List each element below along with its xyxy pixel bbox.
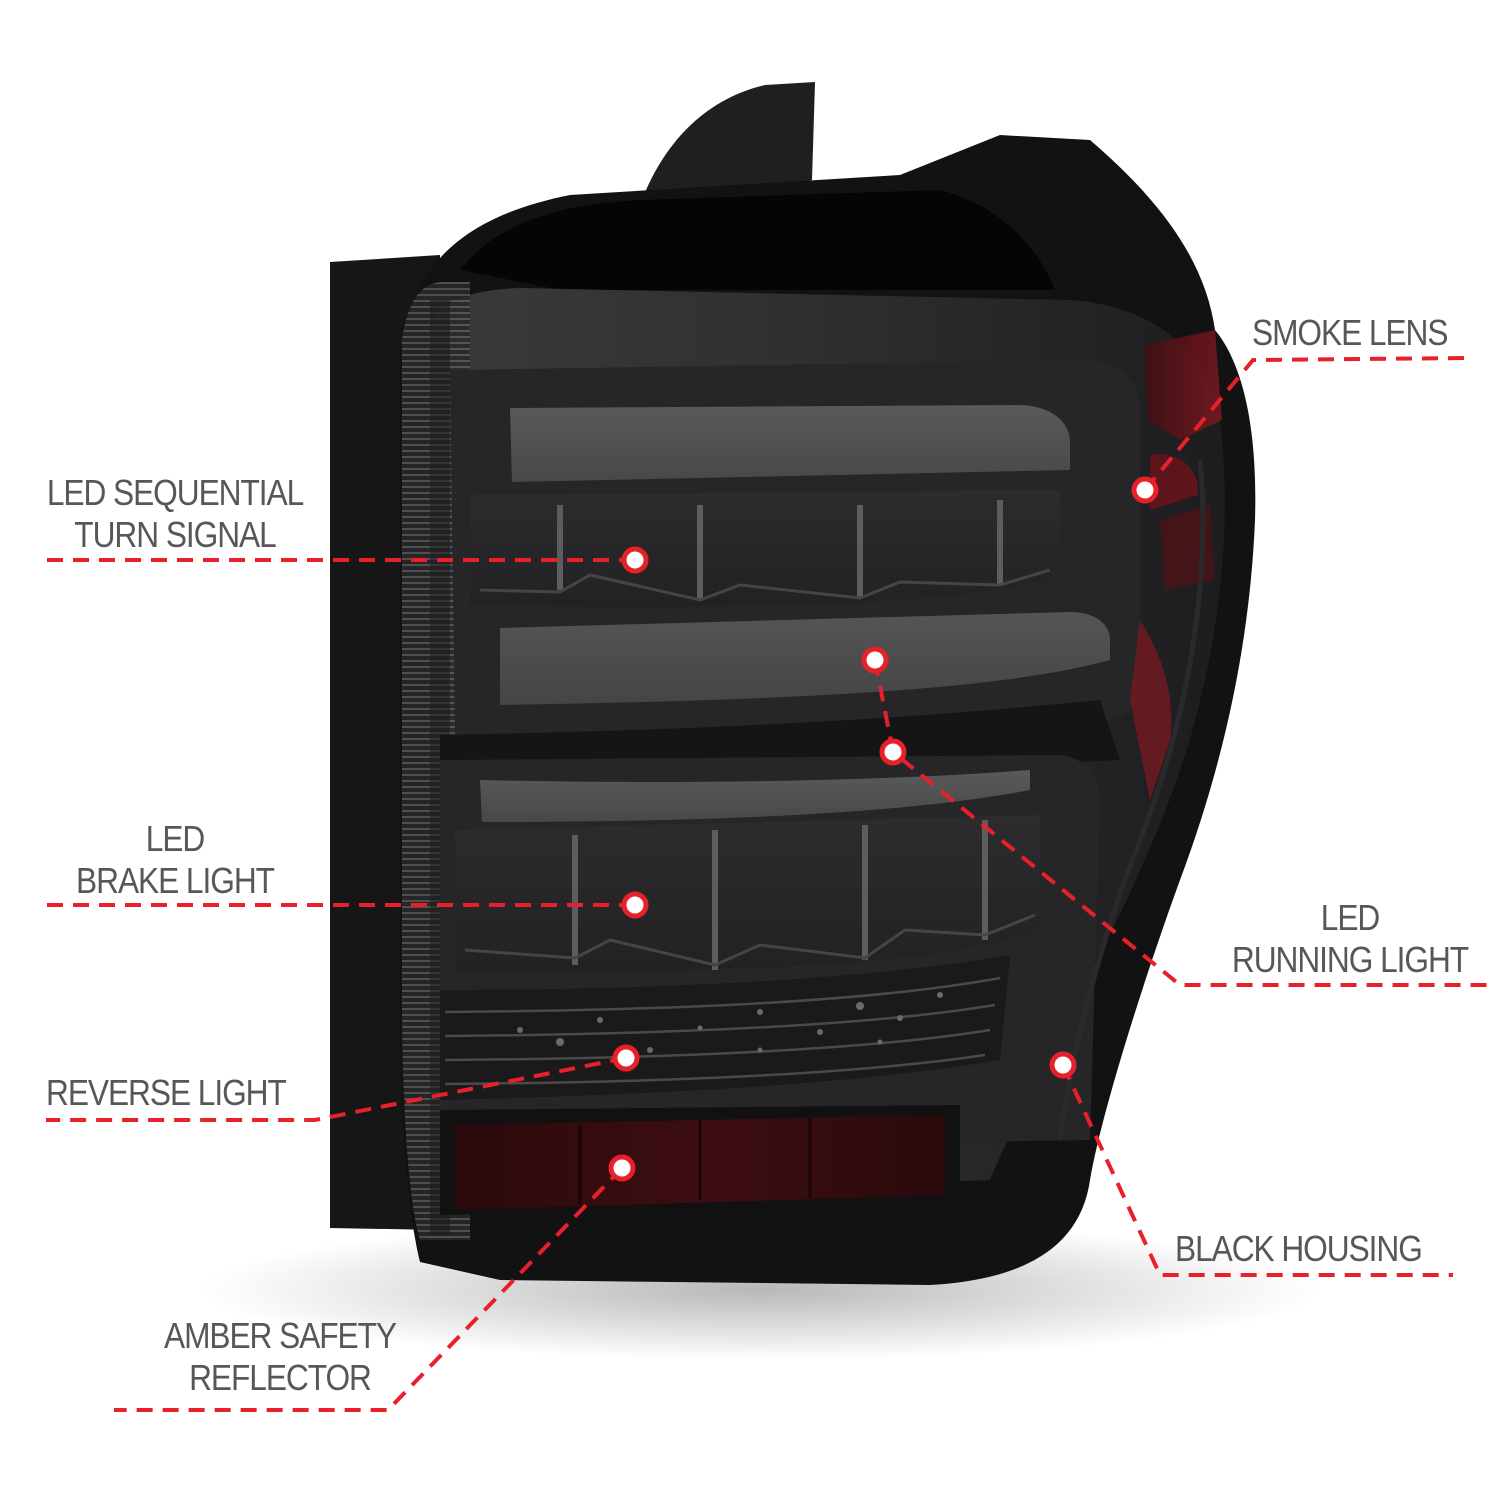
label-line: LED: [145, 818, 206, 859]
label-line: RUNNING LIGHT: [1231, 939, 1469, 980]
label-line: AMBER SAFETY: [163, 1315, 397, 1356]
label-led-running-light: LED RUNNING LIGHT: [1218, 897, 1482, 981]
turn-signal-dot: [621, 546, 649, 574]
label-smoke-lens: SMOKE LENS: [1252, 312, 1448, 354]
label-line: BLACK HOUSING: [1175, 1228, 1423, 1269]
running-light-dot-lower: [879, 738, 907, 766]
label-reverse-light: REVERSE LIGHT: [46, 1072, 287, 1114]
label-line: LED SEQUENTIAL: [46, 472, 304, 513]
label-line: REFLECTOR: [189, 1357, 372, 1398]
label-led-brake-light: LED BRAKE LIGHT: [21, 818, 329, 902]
label-line: BRAKE LIGHT: [76, 860, 275, 901]
label-black-housing: BLACK HOUSING: [1175, 1228, 1423, 1270]
brake-light-dot: [621, 891, 649, 919]
black-housing-dot: [1049, 1051, 1077, 1079]
running-light-dot-upper: [861, 646, 889, 674]
label-line: LED: [1320, 897, 1381, 938]
reverse-light-dot: [612, 1044, 640, 1072]
reflector-dot: [608, 1154, 636, 1182]
label-line: REVERSE LIGHT: [46, 1072, 287, 1113]
label-line: SMOKE LENS: [1252, 312, 1448, 353]
smoke-lens-dot: [1131, 476, 1159, 504]
label-led-sequential-turn-signal: LED SEQUENTIAL TURN SIGNAL: [21, 472, 329, 556]
label-amber-safety-reflector: AMBER SAFETY REFLECTOR: [113, 1315, 447, 1399]
label-line: TURN SIGNAL: [74, 514, 276, 555]
